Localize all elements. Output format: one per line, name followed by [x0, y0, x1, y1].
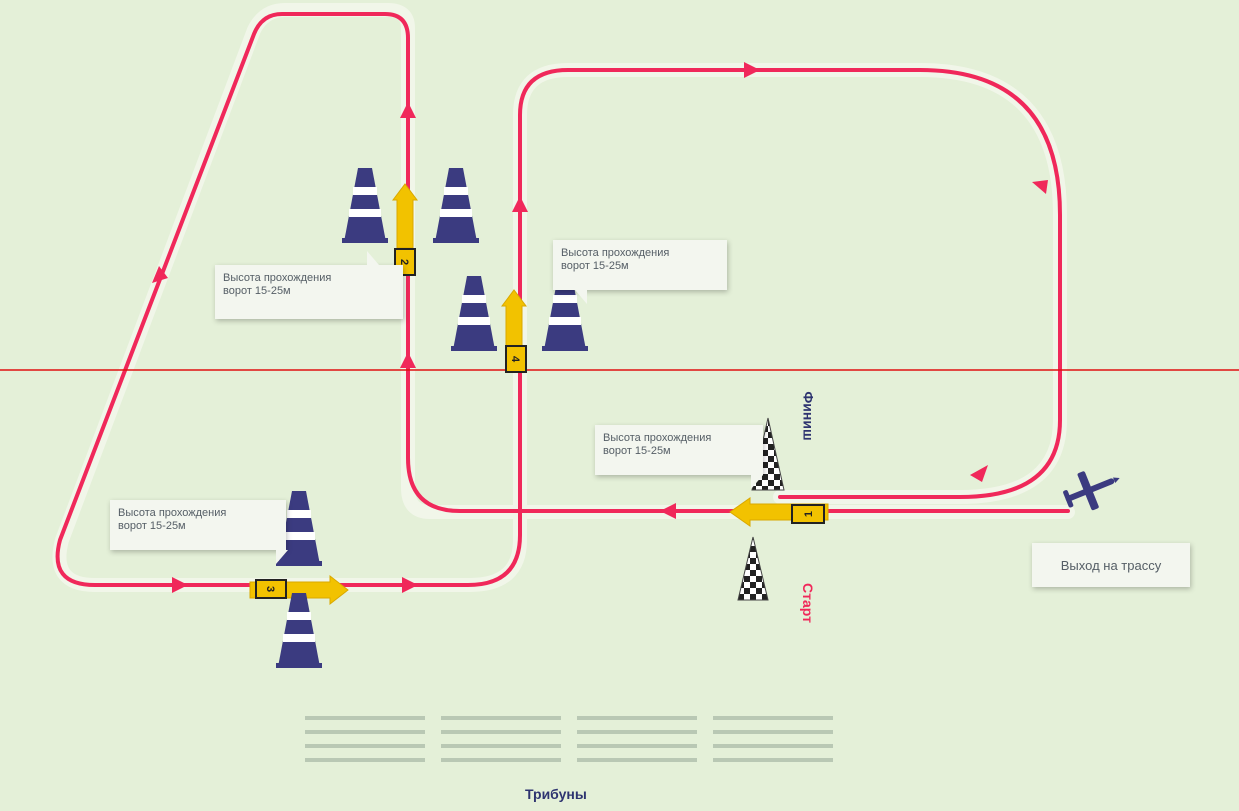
gate-3-number: 3 [264, 586, 276, 592]
callout-line-1: Высота прохождения [561, 247, 670, 259]
callout-line-2: ворот 15-25м [561, 260, 629, 272]
gate-2-number: 2 [398, 259, 410, 265]
callout-line-1: Высота прохождения [603, 432, 712, 444]
grandstands [305, 716, 833, 762]
cone-icon [342, 168, 388, 243]
callout-line-2: ворот 15-25м [118, 520, 186, 532]
cone-icon [276, 593, 322, 668]
gate-2-arrow [392, 183, 418, 249]
start-label: Старт [799, 583, 816, 623]
gate-height-callout: Высота прохождения ворот 15-25м [595, 425, 763, 489]
cone-icon [433, 168, 479, 243]
callout-line-2: ворот 15-25м [603, 445, 671, 457]
gate-1-number: 1 [803, 511, 815, 517]
checkered-pylon-icon [737, 536, 769, 601]
gate-height-callout: Высота прохождения ворот 15-25м [215, 251, 403, 319]
callout-line-1: Высота прохождения [118, 507, 227, 519]
route-path [55, 12, 1070, 587]
gate-height-callout: Высота прохождения ворот 15-25м [110, 500, 288, 564]
callout-line-1: Высота прохождения [223, 272, 332, 284]
direction-arrow-icon [152, 62, 1048, 593]
gate-markers: 2 4 3 1 [255, 248, 825, 599]
cone-icon [451, 276, 497, 351]
airplane-icon [1063, 471, 1120, 511]
finish-label: Финиш [800, 391, 817, 441]
gate-height-callout: Высота прохождения ворот 15-25м [553, 240, 727, 304]
gate-arrows [249, 183, 829, 606]
track-exit-label: Выход на трассу [1032, 543, 1190, 587]
callout-line-2: ворот 15-25м [223, 285, 291, 297]
gate-4-number: 4 [509, 356, 521, 363]
stands-label: Трибуны [525, 786, 587, 802]
